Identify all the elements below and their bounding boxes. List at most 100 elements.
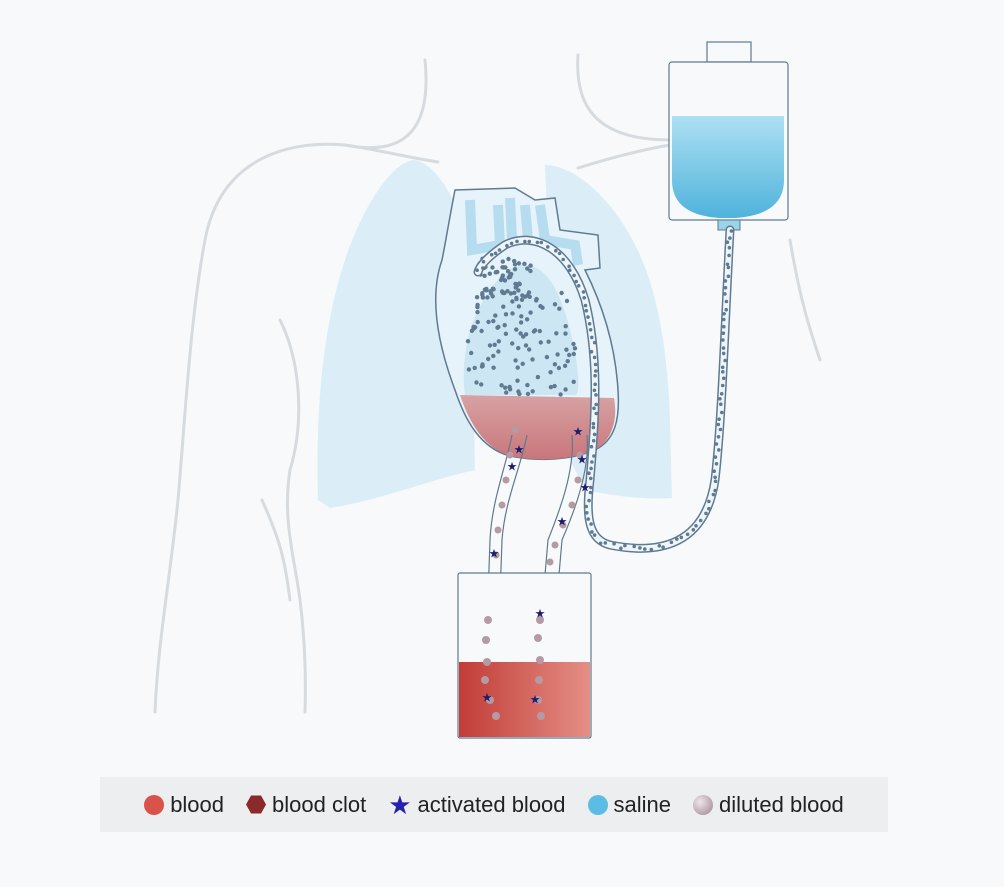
activated-blood-star: ★ bbox=[507, 460, 518, 474]
saline-particle bbox=[594, 369, 598, 373]
saline-particle bbox=[474, 380, 479, 385]
saline-particle bbox=[723, 292, 727, 296]
saline-particle bbox=[516, 345, 521, 351]
diluted-blood-particle bbox=[568, 501, 576, 509]
saline-particle bbox=[546, 245, 550, 249]
diluted-blood-particle bbox=[534, 696, 542, 704]
saline-particle bbox=[713, 455, 718, 459]
saline-particle bbox=[725, 262, 730, 267]
saline-particle bbox=[493, 270, 498, 275]
saline-particle bbox=[490, 294, 495, 299]
left-lung bbox=[317, 160, 475, 508]
saline-particle bbox=[564, 298, 570, 304]
saline-particle bbox=[591, 425, 596, 430]
saline-particle bbox=[469, 350, 474, 356]
saline-particle bbox=[589, 466, 593, 471]
saline-particle bbox=[623, 543, 627, 548]
saline-particle bbox=[530, 357, 535, 362]
saline-particle bbox=[523, 343, 529, 348]
legend-label: blood bbox=[170, 791, 225, 817]
activated-blood-star: ★ bbox=[535, 607, 546, 621]
saline-particle bbox=[721, 331, 726, 336]
saline-particle bbox=[593, 382, 597, 387]
saline-particle bbox=[716, 435, 721, 439]
saline-particle bbox=[474, 295, 480, 300]
saline-particle bbox=[557, 251, 562, 256]
red-circle-icon bbox=[144, 794, 165, 815]
saline-particle bbox=[729, 229, 734, 233]
saline-particle bbox=[548, 384, 554, 390]
diluted-blood-particle bbox=[492, 712, 500, 720]
saline-particle bbox=[722, 317, 726, 322]
diluted-blood-particle bbox=[574, 476, 582, 484]
saline-particle bbox=[592, 340, 597, 345]
saline-particle bbox=[487, 271, 492, 276]
saline-particle bbox=[694, 524, 698, 528]
saline-particle bbox=[538, 340, 543, 345]
saline-particle bbox=[567, 264, 571, 269]
saline-particle bbox=[685, 532, 690, 537]
saline-particle bbox=[619, 546, 623, 550]
saline-particle bbox=[592, 432, 597, 437]
saline-particle bbox=[590, 530, 594, 534]
saline-particle bbox=[724, 307, 728, 312]
saline-particle bbox=[480, 362, 485, 367]
saline-particle bbox=[505, 269, 511, 274]
saline-particle bbox=[503, 331, 509, 336]
saline-particle bbox=[721, 351, 726, 356]
saline-particle bbox=[712, 469, 716, 474]
saline-particle bbox=[721, 376, 726, 381]
diluted-blood-particle bbox=[502, 476, 510, 484]
saline-particle bbox=[594, 402, 598, 407]
saline-particle bbox=[679, 535, 684, 540]
saline-particle bbox=[713, 475, 717, 480]
activated-blood-particles: ★★★★★★★★★★ bbox=[482, 425, 591, 707]
saline-particle bbox=[505, 243, 509, 248]
saline-particle bbox=[525, 293, 530, 298]
saline-particle bbox=[588, 490, 593, 495]
saline-particle bbox=[594, 411, 599, 416]
saline-particle bbox=[512, 267, 518, 272]
saline-particle bbox=[508, 291, 514, 296]
saline-particle bbox=[510, 341, 515, 346]
collected-blood-particles bbox=[481, 616, 545, 720]
saline-particle bbox=[563, 331, 568, 336]
saline-particle bbox=[571, 351, 576, 357]
saline-particle bbox=[720, 410, 724, 415]
saline-particle bbox=[475, 268, 479, 273]
saline-particle bbox=[727, 253, 731, 258]
saline-particle bbox=[528, 310, 533, 315]
saline-particle bbox=[588, 328, 593, 332]
saline-particle bbox=[475, 302, 480, 308]
diluted-blood-particle bbox=[498, 501, 506, 509]
saline-particle bbox=[552, 302, 558, 307]
diluted-blood-particle bbox=[511, 426, 519, 434]
saline-particle bbox=[528, 263, 533, 268]
saline-particle bbox=[719, 402, 723, 407]
saline-particle bbox=[554, 331, 559, 336]
saline-particle bbox=[568, 268, 572, 273]
saline-particle bbox=[519, 314, 524, 319]
saline-particle bbox=[493, 313, 498, 318]
saline-particle bbox=[519, 297, 525, 302]
saline-particle bbox=[657, 544, 662, 548]
saline-particle bbox=[527, 347, 532, 352]
saline-particle bbox=[727, 245, 732, 250]
saline-particle bbox=[472, 365, 477, 371]
saline-particle bbox=[723, 279, 728, 283]
saline-particle bbox=[504, 390, 509, 395]
saline-particle bbox=[591, 438, 596, 443]
saline-particle bbox=[497, 248, 502, 252]
saline-particle bbox=[722, 312, 726, 316]
saline-particle bbox=[465, 339, 471, 344]
saline-particle bbox=[489, 252, 494, 257]
saline-particle bbox=[563, 324, 568, 329]
saline-particle bbox=[518, 320, 524, 325]
diluted-blood-particle bbox=[534, 634, 542, 642]
saline-particle bbox=[506, 256, 511, 262]
saline-particle bbox=[499, 383, 504, 388]
saline-particle bbox=[713, 479, 718, 484]
diluted-blood-particle bbox=[482, 636, 490, 644]
saline-particle bbox=[516, 261, 522, 266]
diluted-blood-particle bbox=[483, 658, 491, 666]
